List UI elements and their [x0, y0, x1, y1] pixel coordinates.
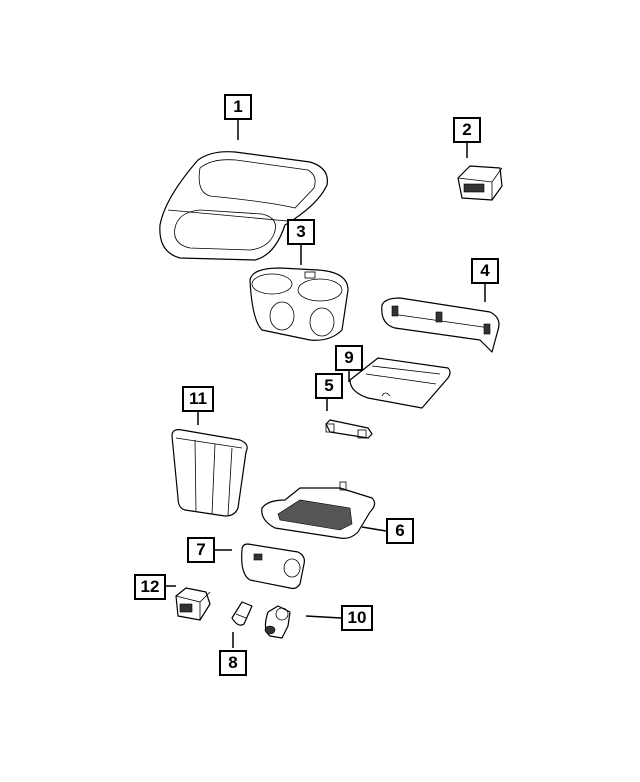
part-10-socket[interactable] [264, 605, 291, 639]
callout-10[interactable]: 10 [341, 605, 373, 631]
part-9-bin-door[interactable] [349, 357, 451, 409]
callout-5[interactable]: 5 [315, 373, 343, 399]
part-7-lamp-housing[interactable] [241, 543, 305, 590]
callout-4[interactable]: 4 [471, 258, 499, 284]
part-2-connector[interactable] [457, 165, 503, 201]
callout-7[interactable]: 7 [187, 537, 215, 563]
callout-6[interactable]: 6 [386, 518, 414, 544]
part-8-bulb[interactable] [231, 601, 253, 626]
part-6-tray[interactable] [261, 481, 376, 539]
part-3-dual-holder[interactable] [249, 267, 349, 341]
callout-9[interactable]: 9 [335, 345, 363, 371]
part-12-switch-connector[interactable] [175, 587, 211, 621]
part-5-bracket[interactable] [325, 419, 373, 439]
leader-10 [305, 615, 342, 619]
callout-8[interactable]: 8 [219, 650, 247, 676]
callout-2[interactable]: 2 [453, 117, 481, 143]
callout-12[interactable]: 12 [134, 574, 166, 600]
leader-6 [361, 526, 387, 532]
callout-1[interactable]: 1 [224, 94, 252, 120]
callout-11[interactable]: 11 [182, 386, 214, 412]
part-1-bezel-frame[interactable] [159, 151, 328, 261]
part-11-basket[interactable] [171, 429, 248, 517]
part-4-front-panel[interactable] [381, 297, 500, 353]
callout-3[interactable]: 3 [287, 219, 315, 245]
